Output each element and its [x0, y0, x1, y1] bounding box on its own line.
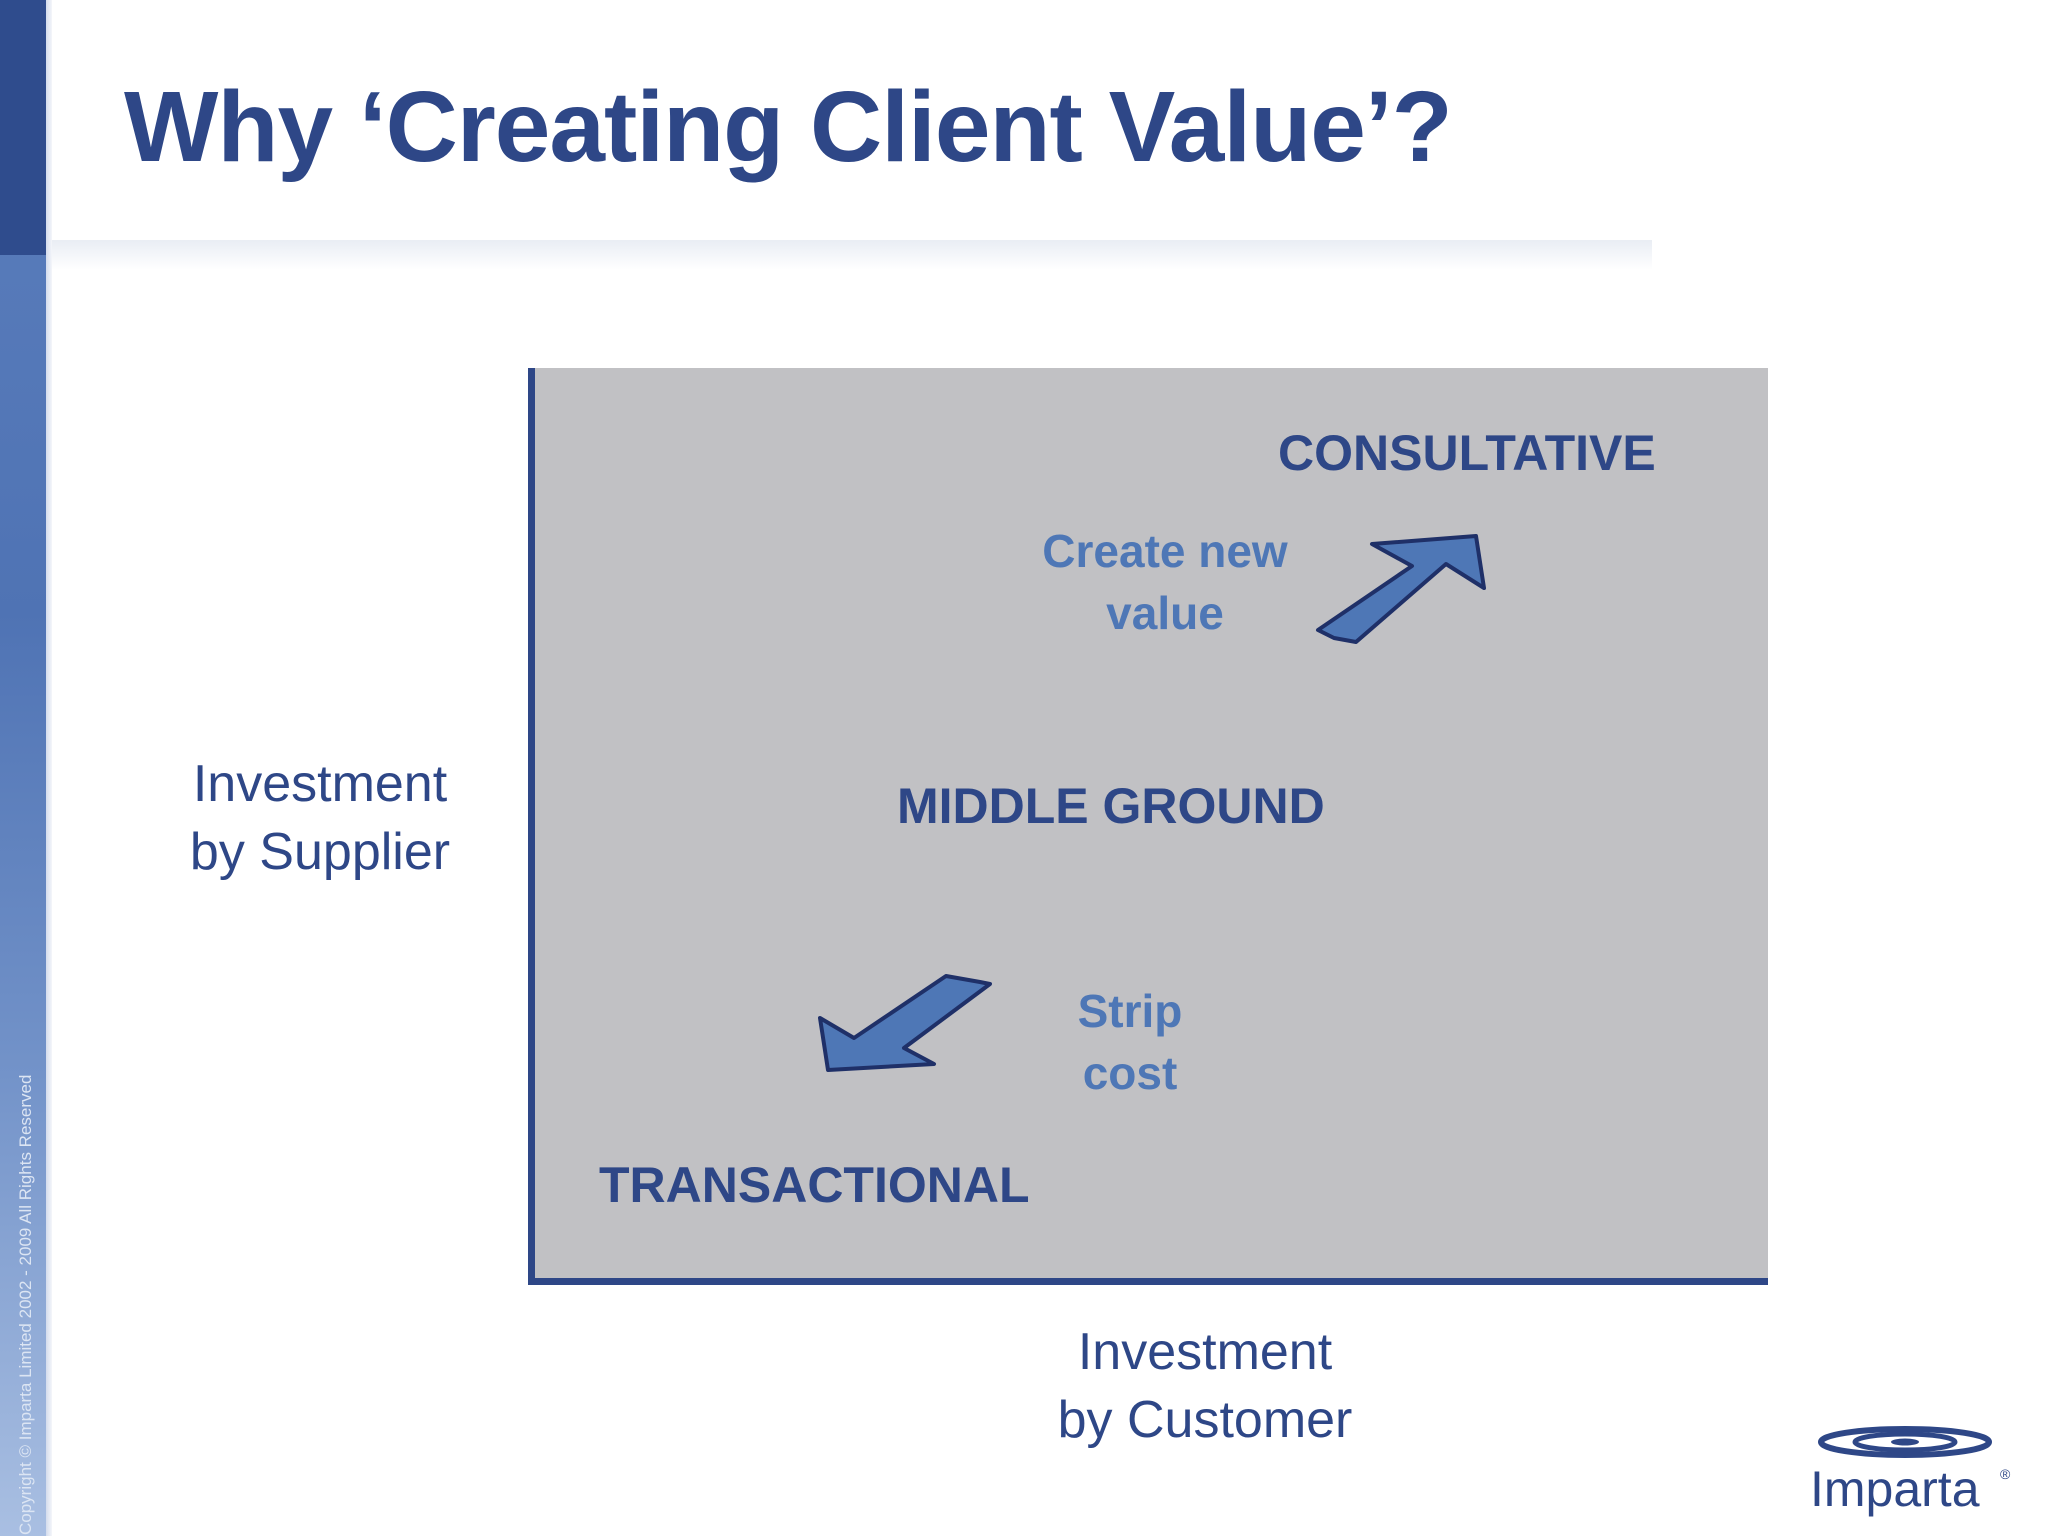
strip-cost-label: Strip cost: [1050, 980, 1210, 1104]
y-axis-label: Investment by Supplier: [170, 750, 470, 886]
y-axis-label-line-2: by Supplier: [189, 823, 451, 881]
x-axis-label-line-2: by Customer: [1057, 1391, 1353, 1449]
zone-consultative: CONSULTATIVE: [1278, 425, 1656, 481]
zone-transactional: TRANSACTIONAL: [599, 1157, 1030, 1213]
strip-cost-line-1: Strip: [1077, 985, 1183, 1037]
arrow-down-left-icon: [818, 974, 992, 1072]
x-axis-label: Investment by Customer: [1040, 1318, 1370, 1454]
logo-wordmark: Imparta: [1810, 1461, 1980, 1517]
y-axis-line: [528, 368, 535, 1285]
arrow-up-right-icon: [1316, 534, 1486, 644]
copyright-notice: Copyright © Imparta Limited 2002 - 2009 …: [16, 1074, 35, 1535]
x-axis-line: [528, 1278, 1768, 1285]
left-accent-bar: [0, 0, 46, 1536]
zone-middle-ground: MIDDLE GROUND: [897, 778, 1325, 834]
diagram-plot-area: [530, 368, 1768, 1280]
create-new-value-line-2: value: [1106, 587, 1224, 639]
left-accent-rule: [46, 0, 52, 1536]
create-new-value-label: Create new value: [1030, 520, 1300, 644]
logo-registered-mark: ®: [2000, 1466, 2011, 1482]
title-divider-shadow: [52, 240, 1652, 270]
y-axis-label-line-1: Investment: [192, 755, 448, 813]
x-axis-label-line-1: Investment: [1077, 1323, 1333, 1381]
create-new-value-line-1: Create new: [1042, 525, 1288, 577]
imparta-logo-icon: [1818, 1426, 1992, 1458]
slide-title: Why ‘Creating Client Value’?: [124, 71, 1453, 183]
left-accent-bar-top: [0, 0, 46, 255]
strip-cost-line-2: cost: [1082, 1047, 1178, 1099]
